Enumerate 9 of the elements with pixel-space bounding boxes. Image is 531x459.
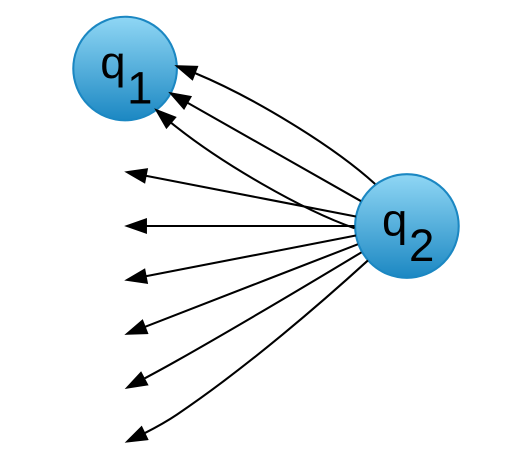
arrow: [124, 218, 354, 234]
arrow: [124, 251, 362, 389]
arrow: [174, 65, 376, 185]
arrow: [168, 92, 361, 202]
arrow: [124, 234, 356, 284]
arrow: [124, 243, 358, 335]
arrow: [124, 168, 356, 218]
arrow: [154, 108, 354, 230]
arrow: [124, 260, 368, 443]
